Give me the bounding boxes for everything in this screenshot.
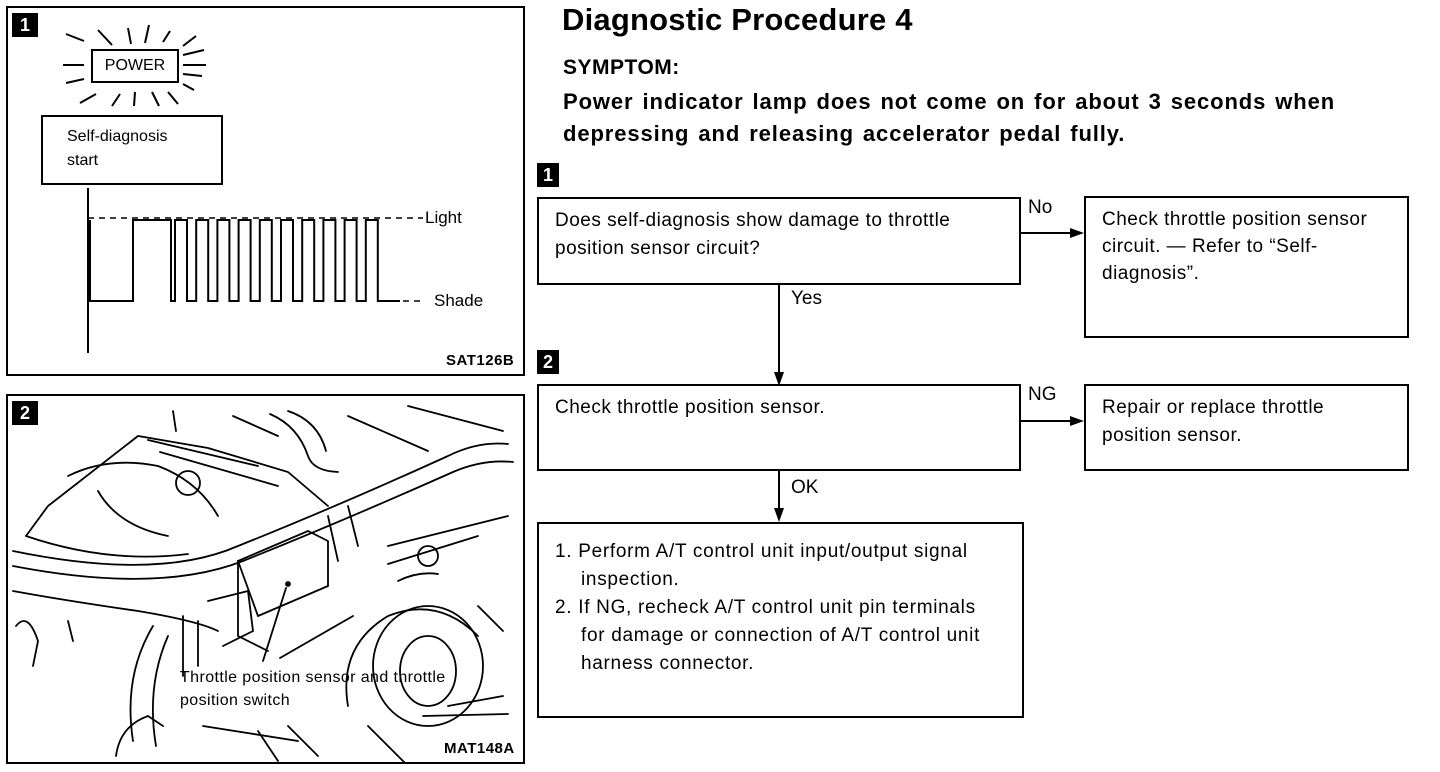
waveform-line xyxy=(89,219,400,302)
engine-illustration-icon xyxy=(12,405,514,762)
no-connector xyxy=(1021,232,1073,234)
ok-label: OK xyxy=(791,477,819,498)
final-action-box: 1. Perform A/T control unit input/output… xyxy=(537,522,1024,718)
figure-self-diagnosis: 1 POWER xyxy=(6,6,525,376)
ok-connector xyxy=(778,471,780,511)
figure-badge-2: 2 xyxy=(12,401,38,425)
light-label: Light xyxy=(425,208,462,227)
power-lamp: POWER xyxy=(91,49,179,83)
page-title: Diagnostic Procedure 4 xyxy=(562,2,913,37)
ng-label: NG xyxy=(1028,384,1057,405)
ng-action-box: Repair or replace throttle position sens… xyxy=(1084,384,1409,471)
symptom-text: Power indicator lamp does not come on fo… xyxy=(563,89,1336,146)
figure-code: MAT148A xyxy=(444,740,515,757)
step1-question: Does self-diagnosis show damage to throt… xyxy=(555,210,951,259)
power-lamp-label: POWER xyxy=(104,57,166,74)
yes-connector xyxy=(778,285,780,375)
step1-question-box: Does self-diagnosis show damage to throt… xyxy=(537,197,1021,285)
arrow-down-icon xyxy=(774,508,784,522)
step-badge-2: 2 xyxy=(537,350,559,374)
shade-label: Shade xyxy=(434,291,484,310)
final-step: 1. Perform A/T control unit input/output… xyxy=(555,541,968,590)
yes-label: Yes xyxy=(791,288,822,309)
arrow-right-icon xyxy=(1070,228,1084,238)
power-lamp-rays-icon xyxy=(63,24,423,353)
final-steps-list: 1. Perform A/T control unit input/output… xyxy=(555,538,1006,678)
no-action: Check throttle position sensor circuit. … xyxy=(1102,209,1368,284)
final-step: 2. If NG, recheck A/T control unit pin t… xyxy=(555,597,981,674)
figure-code: SAT126B xyxy=(446,352,515,369)
figure-badge-1: 1 xyxy=(12,13,38,37)
waveform-diagram xyxy=(87,188,423,353)
ng-connector xyxy=(1021,420,1073,422)
self-diagnosis-start-label: Self-diagnosis start xyxy=(67,128,168,169)
sensor-callout: Throttle position sensor and throttle po… xyxy=(180,669,446,709)
step2-check: Check throttle position sensor. xyxy=(555,397,826,418)
no-label: No xyxy=(1028,197,1053,218)
figure-throttle-sensor-location: 2 xyxy=(6,394,525,764)
step2-check-box: Check throttle position sensor. xyxy=(537,384,1021,471)
step-badge-1: 1 xyxy=(537,163,559,187)
arrow-right-icon xyxy=(1070,416,1084,426)
no-action-box: Check throttle position sensor circuit. … xyxy=(1084,196,1409,338)
arrow-down-icon xyxy=(774,372,784,386)
ng-action: Repair or replace throttle position sens… xyxy=(1102,397,1325,446)
self-diagnosis-start-box: Self-diagnosis start xyxy=(41,115,223,185)
symptom-heading: SYMPTOM: xyxy=(563,56,680,79)
